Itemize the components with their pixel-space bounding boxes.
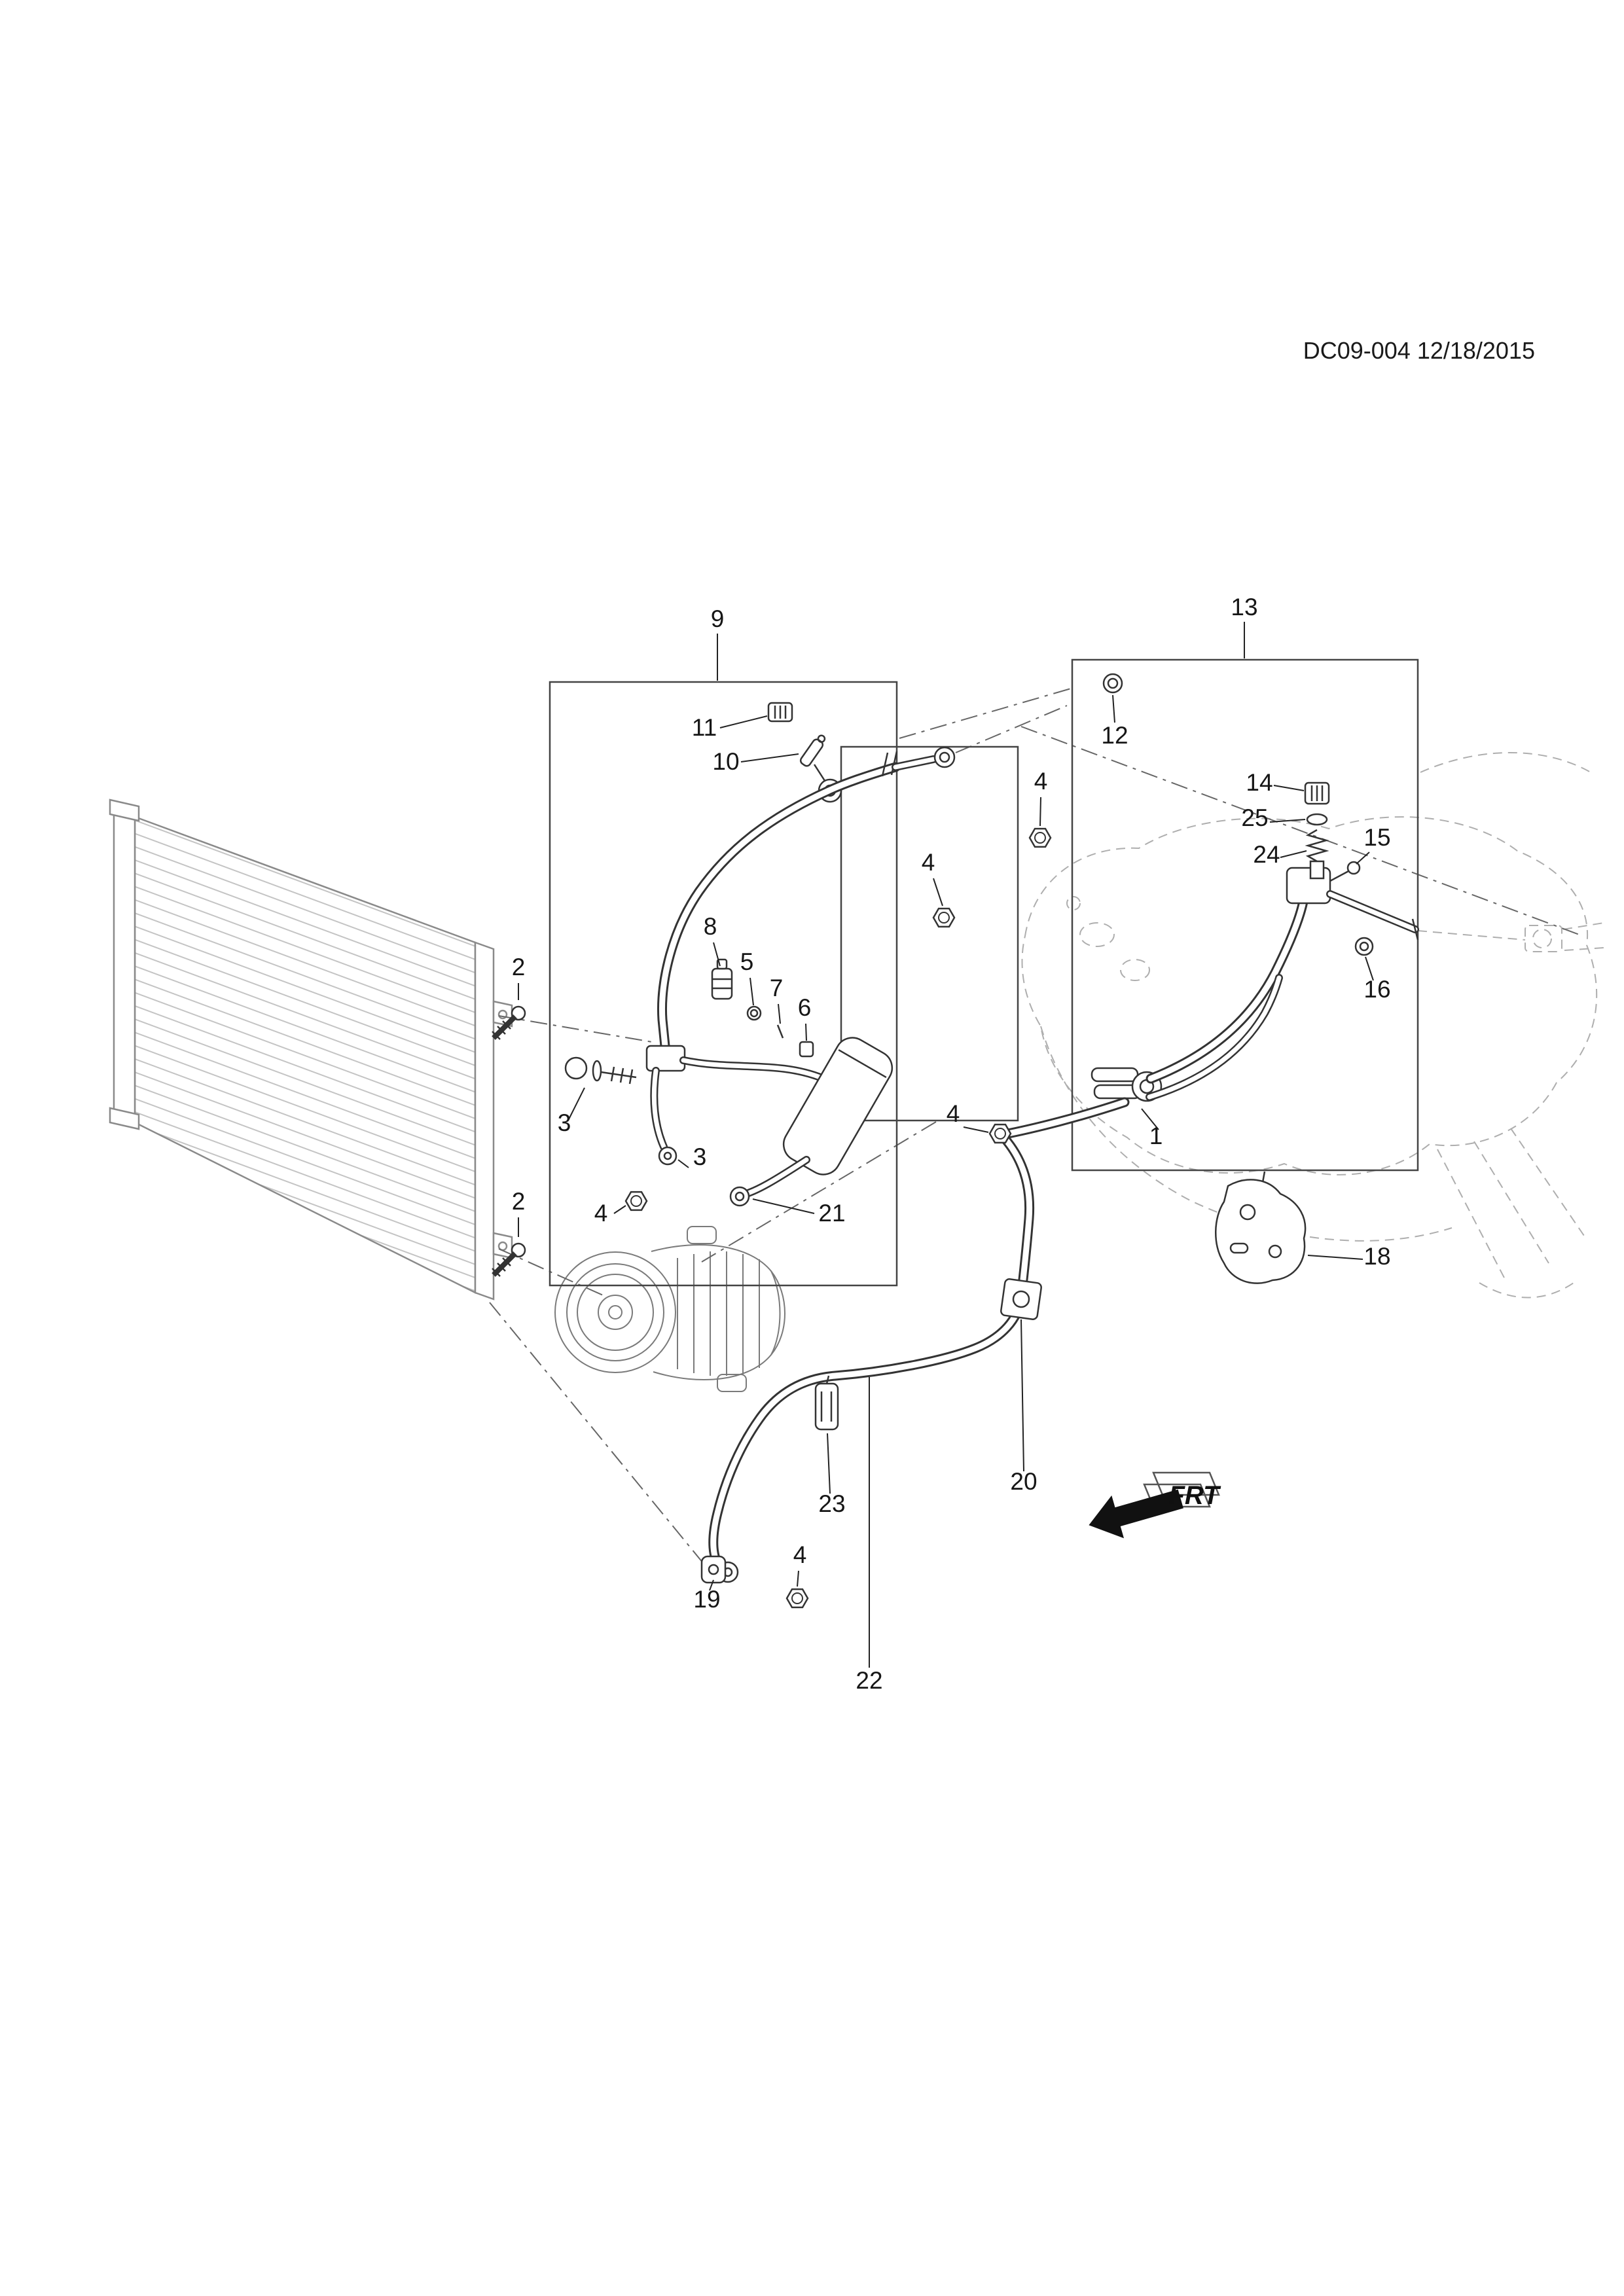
o-ring-16 xyxy=(1354,937,1374,956)
callout-8-label: 8 xyxy=(704,913,717,940)
callout-2-label: 2 xyxy=(512,1188,526,1215)
callout-15-label: 15 xyxy=(1363,824,1390,851)
service-cap-11 xyxy=(767,702,793,723)
service-cap-14 xyxy=(1304,781,1330,805)
nut-4 xyxy=(988,1123,1012,1144)
cap-6 xyxy=(799,1041,814,1058)
o-ring-12 xyxy=(1102,673,1123,694)
callout-4-label: 4 xyxy=(594,1200,608,1227)
compressor xyxy=(554,1226,785,1392)
evaporator-tube-assembly xyxy=(1091,673,1419,1102)
callout-19-label: 19 xyxy=(693,1586,720,1613)
detail-box-middle xyxy=(840,745,1019,1122)
callout-6-label: 6 xyxy=(798,994,812,1021)
callout-2-label: 2 xyxy=(512,954,526,980)
nut-4 xyxy=(1028,827,1052,848)
condenser-bracket-upper xyxy=(492,1000,513,1028)
callout-4-label: 4 xyxy=(1034,768,1048,795)
callout-3-label: 3 xyxy=(558,1109,571,1136)
callout-21-label: 21 xyxy=(818,1200,845,1227)
leader-lines xyxy=(518,622,1374,1668)
callout-14-label: 14 xyxy=(1246,769,1272,796)
hose-clip-23 xyxy=(814,1375,839,1431)
liquid-hose xyxy=(700,1097,1130,1609)
hose-grommet xyxy=(1000,1278,1042,1320)
suction-muffler xyxy=(782,1037,893,1175)
frt-indicator: FRT xyxy=(1089,1471,1221,1539)
spring-24 xyxy=(1305,829,1329,863)
callout-20-label: 20 xyxy=(1010,1468,1037,1495)
callout-22-label: 22 xyxy=(856,1667,882,1694)
mounting-bracket-18 xyxy=(1215,1171,1307,1284)
callout-18-label: 18 xyxy=(1363,1243,1390,1270)
document-reference: DC09-004 12/18/2015 xyxy=(1303,337,1535,364)
frt-label: FRT xyxy=(1168,1481,1221,1510)
callout-23-label: 23 xyxy=(818,1490,845,1517)
callout-16-label: 16 xyxy=(1363,976,1390,1003)
pressure-sensor-8 xyxy=(711,958,733,1000)
detail-box-13 xyxy=(1071,658,1419,1172)
compressor-hose-assembly xyxy=(564,702,901,1207)
bolt-3 xyxy=(564,1056,637,1085)
nut-4 xyxy=(932,907,956,928)
washer-25 xyxy=(1306,813,1328,826)
callout-5-label: 5 xyxy=(740,948,754,975)
callout-10-label: 10 xyxy=(712,748,739,775)
seal-5 xyxy=(746,1005,762,1021)
nut-4 xyxy=(785,1588,809,1609)
valve-pin-7 xyxy=(776,1024,784,1039)
callout-9-label: 9 xyxy=(711,605,725,632)
callout-4-label: 4 xyxy=(793,1541,807,1568)
callout-12-label: 12 xyxy=(1101,722,1128,749)
service-stem xyxy=(1309,860,1325,880)
callout-1-label: 1 xyxy=(1149,1122,1163,1149)
callout-4-label: 4 xyxy=(947,1100,960,1127)
condenser xyxy=(109,798,513,1300)
vehicle-body-outline xyxy=(1021,752,1604,1299)
callout-3-label: 3 xyxy=(693,1143,707,1170)
valve-core-10 xyxy=(799,734,826,767)
callout-7-label: 7 xyxy=(770,975,784,1001)
nut-4 xyxy=(624,1191,648,1211)
callout-11-label: 11 xyxy=(692,714,717,741)
callout-24-label: 24 xyxy=(1253,841,1280,868)
tube-flange-1 xyxy=(1091,1067,1163,1102)
detail-box-9 xyxy=(549,681,898,1287)
callout-labels: 9 11 10 13 12 4 4 14 25 24 15 16 8 5 7 6… xyxy=(512,594,1391,1694)
frt-ghost-box xyxy=(1152,1471,1220,1496)
callout-25-label: 25 xyxy=(1241,804,1268,831)
callout-4-label: 4 xyxy=(922,849,935,876)
callout-13-label: 13 xyxy=(1231,594,1257,620)
hose-junction-block xyxy=(645,1045,686,1072)
hose-stub-and-nuts xyxy=(892,746,1052,928)
condenser-bracket-lower xyxy=(492,1232,513,1259)
valve-15 xyxy=(1329,869,1350,882)
frt-arrow xyxy=(1089,1489,1183,1539)
hose-clip-19 xyxy=(700,1555,727,1584)
